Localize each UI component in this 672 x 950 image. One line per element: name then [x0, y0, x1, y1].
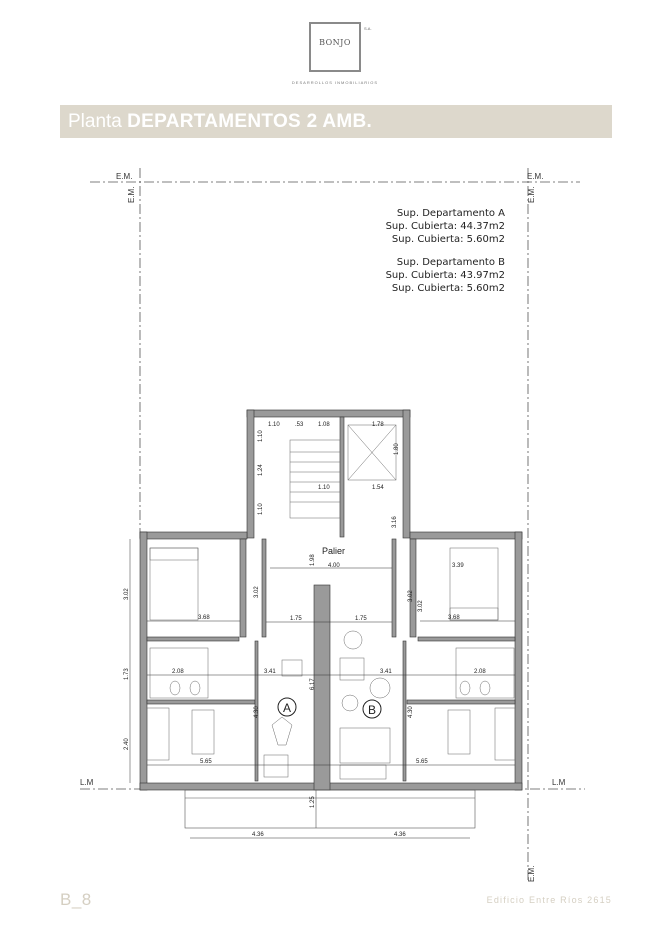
dim-label: 1.08: [318, 422, 330, 428]
dim-label: 1.25: [310, 796, 316, 808]
logo-tagline: DESARROLLOS INMOBILIARIOS: [291, 80, 379, 85]
stairs: [289, 424, 397, 519]
dim-label: 3.41: [264, 669, 276, 675]
dimension-labels: 1.10 .53 1.08 1.78 1.10 1.80 1.24 1.10 1…: [124, 422, 486, 838]
area-line: Sup. Cubierta: 5.60m2: [391, 234, 505, 245]
dim-label: 1.78: [372, 422, 384, 428]
dim-label: 4.30: [408, 706, 414, 718]
dim-label: 3.02: [124, 588, 130, 600]
logo-name: BONJO: [319, 38, 351, 47]
dim-label: 4.00: [328, 563, 340, 569]
unit-a-label: A: [283, 701, 291, 715]
unit-markers: [277, 697, 382, 719]
dim-label: 1.75: [355, 616, 367, 622]
dim-label: 1.24: [258, 464, 264, 476]
title-banner: Planta DEPARTAMENTOS 2 AMB.: [60, 105, 612, 138]
dim-label: 5.65: [416, 759, 428, 765]
page-number: B_8: [60, 890, 92, 909]
dim-label: 1.75: [290, 616, 302, 622]
building-name: Edificio Entre Ríos 2615: [486, 895, 612, 905]
area-line: Sup. Cubierta: 5.60m2: [391, 283, 505, 294]
boundary-lines: [80, 168, 585, 880]
title-main: DEPARTAMENTOS 2 AMB.: [127, 111, 373, 132]
dim-label: 4.36: [394, 832, 406, 838]
area-summary: Sup. Departamento A Sup. Cubierta: 44.37…: [386, 207, 505, 295]
area-line: Sup. Departamento B: [396, 257, 505, 268]
dim-label: 4.30: [254, 706, 260, 718]
area-line: Sup. Departamento A: [396, 208, 505, 219]
dim-label: 1.10: [258, 503, 264, 515]
balcony: [184, 789, 476, 829]
dim-label: 1.10: [318, 485, 330, 491]
title-prefix: Planta: [68, 111, 122, 132]
dim-label: 3.02: [408, 590, 414, 602]
walls: [139, 409, 523, 791]
dim-label: 3.16: [392, 516, 398, 528]
dim-label: 3.41: [380, 669, 392, 675]
unit-b-label: B: [368, 703, 376, 717]
palier-label: Palier: [322, 546, 345, 556]
em-label-top-right: E.M.: [527, 172, 543, 181]
area-line: Sup. Cubierta: 44.37m2: [385, 221, 505, 232]
dim-label: 1.98: [310, 554, 316, 566]
dim-label: 1.10: [258, 430, 264, 442]
dim-label: 3.39: [452, 563, 464, 569]
logo: BONJO: [309, 22, 361, 72]
dim-label: 1.54: [372, 485, 384, 491]
dim-label: 2.08: [172, 669, 184, 675]
dim-label: 1.80: [394, 443, 400, 455]
dim-label: 3.68: [198, 615, 210, 621]
dim-label: 2.08: [474, 669, 486, 675]
dim-label: .53: [295, 422, 304, 428]
em-label-top-left: E.M.: [116, 172, 132, 181]
furniture: [146, 547, 516, 780]
page-title: Planta DEPARTAMENTOS 2 AMB.: [68, 111, 372, 133]
dim-label: 6.17: [310, 678, 316, 690]
lm-label-right: L.M: [552, 778, 566, 787]
logo-suffix: S.A.: [364, 26, 372, 31]
em-label-right-vertical: E.M.: [527, 187, 536, 203]
dim-label: 5.65: [200, 759, 212, 765]
area-line: Sup. Cubierta: 43.97m2: [385, 270, 505, 281]
dim-label: 4.36: [252, 832, 264, 838]
dimension-lines: [129, 539, 515, 839]
dim-label: 3.02: [254, 586, 260, 598]
dim-label: 3.68: [448, 615, 460, 621]
em-label-left-vertical: E.M.: [127, 187, 136, 203]
em-label-bottom-vertical: E.M.: [527, 866, 536, 882]
dim-label: 3.02: [418, 600, 424, 612]
dim-label: 1.73: [124, 668, 130, 680]
lm-label-left: L.M: [80, 778, 94, 787]
dim-label: 1.10: [268, 422, 280, 428]
dim-label: 2.40: [124, 738, 130, 750]
